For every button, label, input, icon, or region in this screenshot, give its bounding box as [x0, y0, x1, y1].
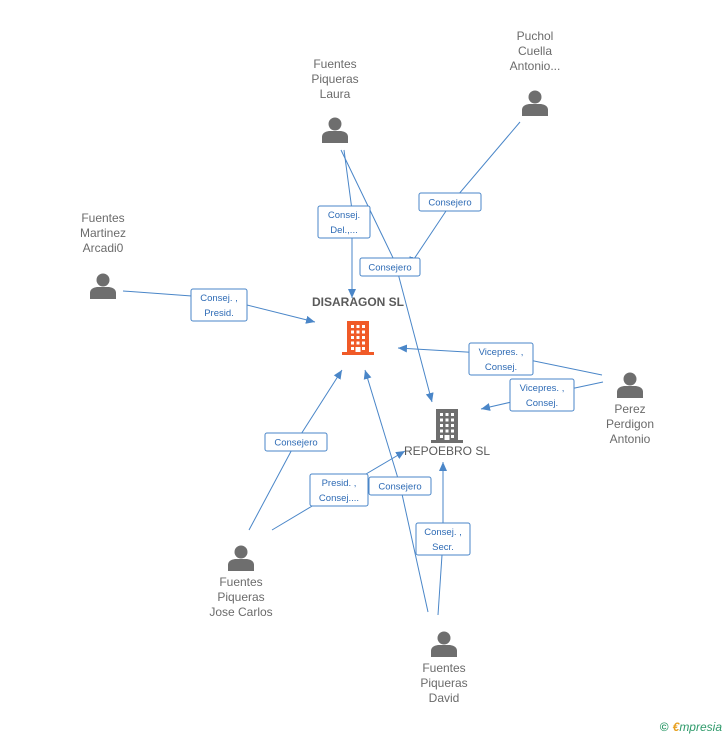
relation-badge-david-repoebro[interactable]: Consej. , Secr. — [415, 522, 471, 556]
relation-label: Consejero — [428, 198, 471, 209]
person-name-line: David — [429, 691, 460, 705]
relation-label: Consej.... — [319, 493, 359, 504]
relation-label: Vicepres. , — [520, 383, 565, 394]
relation-label: Presid. — [204, 308, 234, 319]
relation-badge-box — [359, 257, 421, 277]
relation-label: Secr. — [432, 542, 454, 553]
relation-badge-box — [309, 473, 369, 507]
relation-badge-box — [190, 288, 248, 322]
person-name-line: Fuentes — [81, 211, 124, 225]
person-node-puchol[interactable]: PucholCuellaAntonio... — [510, 29, 561, 116]
relation-badge-laura-disaragon[interactable]: Consej. Del.,... — [317, 205, 371, 239]
relation-badge-box — [509, 378, 575, 412]
person-name-line: Fuentes — [422, 661, 465, 675]
brand-initial: € — [672, 720, 680, 734]
person-icon — [522, 90, 548, 116]
person-name-line: Perdigon — [606, 417, 654, 431]
person-icon — [90, 273, 116, 299]
person-name-line: Piqueras — [420, 676, 467, 690]
copyright-symbol: © — [659, 720, 669, 734]
relation-label: Consej. — [526, 398, 558, 409]
person-name-line: Cuella — [518, 44, 552, 58]
person-name-line: Fuentes — [219, 575, 262, 589]
relation-label: Consej. — [485, 362, 517, 373]
relation-badge-david-disaragon[interactable]: Consejero — [368, 476, 432, 496]
relation-badge-box — [418, 192, 482, 212]
company-node-repoebro[interactable]: REPOEBRO SL — [404, 409, 490, 458]
company-node-disaragon[interactable]: DISARAGON SL — [312, 295, 404, 355]
relation-label: Del.,... — [330, 225, 357, 236]
relation-badge-josecarlos-disaragon[interactable]: Consejero — [264, 432, 328, 452]
person-name-line: Puchol — [517, 29, 554, 43]
relation-badge-box — [468, 342, 534, 376]
relation-badge-laura-repoebro[interactable]: Consejero — [359, 257, 421, 277]
person-name-line: Perez — [614, 402, 645, 416]
relation-badge-perez-repoebro[interactable]: Vicepres. , Consej. — [509, 378, 575, 412]
person-name-line: Arcadi0 — [83, 241, 124, 255]
relation-badge-arcadio-disaragon[interactable]: Consej. , Presid. — [190, 288, 248, 322]
person-name-line: Martinez — [80, 226, 126, 240]
relation-label: Consejero — [274, 438, 317, 449]
company-name: REPOEBRO SL — [404, 444, 490, 458]
brand-name: mpresia — [679, 720, 722, 734]
relation-label: Consej. — [328, 210, 360, 221]
person-name-line: Fuentes — [313, 57, 356, 71]
relation-badge-box — [264, 432, 328, 452]
relation-label: Consej. , — [424, 527, 462, 538]
relation-label: Consej. , — [200, 293, 238, 304]
company-name: DISARAGON SL — [312, 295, 404, 309]
relation-label: Consejero — [368, 263, 411, 274]
relation-label: Consejero — [378, 482, 421, 493]
person-name-line: Laura — [320, 87, 351, 101]
person-icon — [617, 372, 643, 398]
relation-badge-josecarlos-repoebro[interactable]: Presid. , Consej.... — [309, 473, 369, 507]
footer-credit[interactable]: ©€mpresia — [660, 720, 722, 734]
building-icon — [431, 409, 463, 443]
relation-badge-box — [317, 205, 371, 239]
person-name-line: Antonio... — [510, 59, 561, 73]
building-icon — [342, 321, 374, 355]
relation-badge-box — [415, 522, 471, 556]
relation-label: Vicepres. , — [479, 347, 524, 358]
person-name-line: Piqueras — [311, 72, 358, 86]
person-icon — [228, 545, 254, 571]
person-name-line: Piqueras — [217, 590, 264, 604]
nodes-layer: PucholCuellaAntonio...FuentesPiquerasLau… — [80, 29, 654, 705]
badges-layer: Consej.Del.,...ConsejeroConsejeroConsej.… — [190, 192, 575, 556]
person-icon — [431, 631, 457, 657]
relation-badge-perez-disaragon[interactable]: Vicepres. , Consej. — [468, 342, 534, 376]
person-name-line: Jose Carlos — [209, 605, 272, 619]
relation-badge-box — [368, 476, 432, 496]
person-icon — [322, 117, 348, 143]
person-name-line: Antonio — [610, 432, 651, 446]
relation-badge-puchol-repoebro[interactable]: Consejero — [418, 192, 482, 212]
relation-label: Presid. , — [322, 478, 357, 489]
